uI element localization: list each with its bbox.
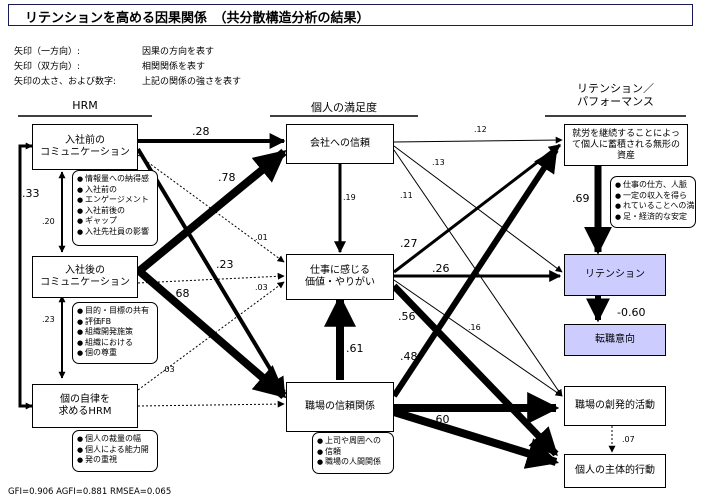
- note-item: 信頼: [317, 447, 389, 458]
- coef-company-creative: .11: [400, 191, 413, 200]
- work-value-box: 仕事に感じる 価値・やりがい: [286, 254, 394, 300]
- path-pre-workplace: [136, 147, 286, 394]
- trust-workplace-box: 職場の信頼関係: [286, 382, 394, 432]
- initiative-box: 個人の主体的行動: [564, 454, 666, 488]
- coef-intangible-retention: .69: [572, 192, 590, 205]
- coef-post-value: .03: [255, 283, 268, 292]
- note-item: 職場の人間関係: [317, 457, 389, 468]
- note-item: 個人の裁量の幅: [77, 434, 153, 445]
- legend-key: 矢印の太さ、および数字:: [14, 77, 117, 87]
- coef-company-retention: .13: [432, 158, 445, 167]
- legend-row-oneway: 矢印（一方向）: 因果の方向を表す: [14, 44, 214, 57]
- path-workplace-initiative: [392, 408, 560, 469]
- coef-workplace-intangible: .48: [400, 350, 418, 363]
- coef-corr-pre-post: .20: [42, 217, 55, 226]
- autonomy-hrm-box: 個の自律を 求めるHRM: [32, 384, 138, 428]
- note-item: 一定の収入を得ら: [615, 191, 691, 202]
- legend-row-thickness: 矢印の太さ、および数字: 上記の関係の強さを表す: [14, 74, 241, 87]
- coef-pre-workplace: .23: [216, 258, 234, 271]
- note-item: 入社前後の: [77, 206, 153, 217]
- satisfaction-header: 個人の満足度: [311, 101, 377, 114]
- note-item: 組織開発施策: [77, 327, 153, 338]
- coef-pre-company: .28: [192, 125, 210, 138]
- coef-workplace-value: .61: [346, 342, 364, 355]
- note-item: 評価FB: [77, 317, 153, 328]
- note-item: 仕事の仕方、人脈: [615, 180, 691, 191]
- note-item: れていることへの満: [615, 201, 694, 212]
- coef-pre-value: .01: [255, 233, 268, 242]
- note-item: 入社前の: [77, 185, 153, 196]
- coef-retention-turnover: -0.60: [617, 306, 645, 319]
- note-item: 情報量への納得感: [77, 174, 153, 185]
- note-item: 足・経済的な安定: [615, 212, 691, 223]
- coef-corr-pre-auto: .33: [22, 187, 40, 200]
- path-post-company: [135, 148, 287, 276]
- coef-company-intangible: .12: [474, 125, 487, 134]
- note-item: ギャップ: [77, 216, 153, 227]
- coef-value-retention: .26: [432, 262, 450, 275]
- coef-post-workplace: .68: [172, 287, 190, 300]
- pre-comm-note: 情報量への納得感 入社前の エンゲージメント 入社前後の ギャップ 入社先社員の…: [72, 170, 158, 246]
- coef-corr-post-auto: .23: [42, 315, 55, 324]
- legend-key: 矢印（一方向）:: [14, 47, 81, 57]
- page-title: リテンションを高める因果関係 （共分散構造分析の結果）: [25, 11, 370, 26]
- title-bar: リテンションを高める因果関係 （共分散構造分析の結果）: [8, 4, 693, 26]
- note-item: 上司や周囲への: [317, 436, 389, 447]
- path-auto-workplace: [137, 400, 285, 408]
- coef-auto-value: .03: [162, 365, 175, 374]
- turnover-intention-box: 転職意向: [564, 324, 666, 356]
- path-company-intangible: [393, 136, 563, 144]
- coef-value-intangible: .27: [400, 237, 418, 250]
- path-value-initiative: [391, 283, 559, 457]
- coef-value-initiative: .56: [398, 310, 416, 323]
- legend-value: 因果の方向を表す: [142, 47, 215, 57]
- intangible-note: 仕事の仕方、人脈 一定の収入を得ら れていることへの満 足・経済的な安定: [610, 176, 696, 228]
- hrm-header: HRM: [72, 99, 98, 112]
- trust-company-box: 会社への信頼: [286, 124, 394, 164]
- retention-header: リテンション／ パフォーマンス: [577, 82, 654, 108]
- path-post-workplace: [135, 266, 287, 400]
- legend-row-twoway: 矢印（双方向）: 相関関係を表す: [14, 59, 205, 72]
- trust-workplace-note: 上司や周囲への 信頼 職場の人間関係: [312, 432, 394, 474]
- legend-value: 相関関係を表す: [142, 62, 206, 72]
- coef-creative-initiative: .07: [622, 435, 635, 444]
- post-join-communication-box: 入社後の コミュニケーション: [32, 256, 138, 298]
- fit-indices: GFI=0.906 AGFI=0.881 RMSEA=0.065: [8, 487, 172, 497]
- path-post-value: [137, 272, 285, 284]
- legend-value: 上記の関係の強さを表す: [142, 77, 242, 87]
- note-item: 組織における: [77, 338, 153, 349]
- coef-value-creative: .16: [468, 323, 481, 332]
- intangible-assets-box: 就労を継続することによって個人に蓄積される無形の資産: [564, 124, 688, 166]
- coef-company-value: .19: [343, 193, 356, 202]
- autonomy-note: 個人の裁量の幅 個人による能力開 発の重視: [72, 430, 158, 472]
- coef-post-company: .78: [218, 171, 236, 184]
- post-comm-note: 目的・目標の共有 評価FB 組織開発施策 組織における 個の尊重: [72, 302, 158, 364]
- path-workplace-intangible: [391, 147, 559, 398]
- creative-activity-box: 職場の創発的活動: [564, 386, 666, 426]
- path-value-intangible: [393, 143, 561, 274]
- note-item: 入社先社員の影響: [77, 227, 153, 238]
- note-item: 発の重視: [77, 455, 153, 466]
- legend-key: 矢印（双方向）:: [14, 62, 81, 72]
- note-item: エンゲージメント: [77, 195, 153, 206]
- retention-box: リテンション: [564, 254, 666, 296]
- coef-workplace-initiative: .60: [432, 413, 450, 426]
- note-item: 個人による能力開: [77, 445, 153, 456]
- note-item: 目的・目標の共有: [77, 306, 153, 317]
- pre-join-communication-box: 入社前の コミュニケーション: [32, 124, 138, 170]
- note-item: 個の尊重: [77, 348, 153, 359]
- corr-pre-autonomy-arrow: [18, 142, 33, 410]
- path-value-creative: [393, 279, 563, 397]
